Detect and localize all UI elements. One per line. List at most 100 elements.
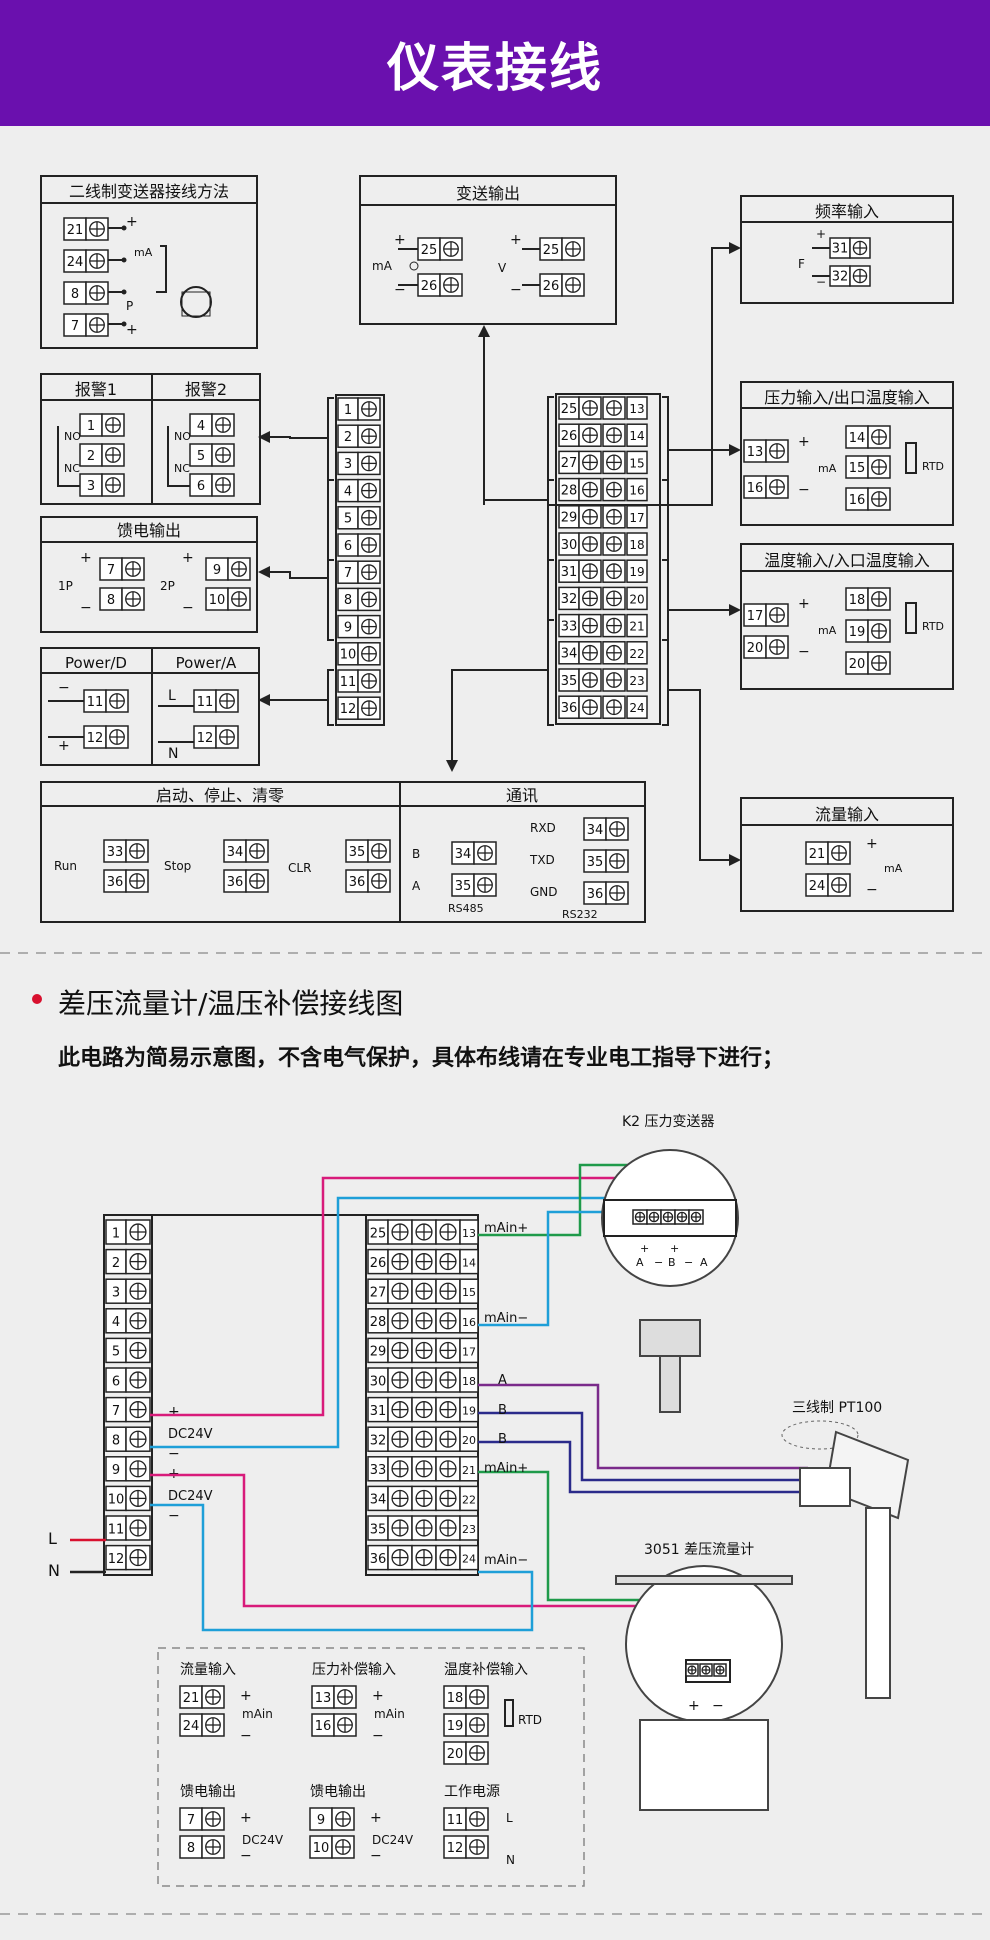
terminal-screw-icon (435, 1308, 461, 1334)
terminal-screw-icon (201, 1713, 225, 1737)
terminal-screw-icon (367, 869, 391, 893)
plus-sign: + (394, 232, 406, 248)
terminal-number: 20 (447, 1747, 464, 1762)
terminal-number-box (626, 423, 648, 447)
terminal-screw-icon (578, 450, 602, 475)
terminal-screw-icon (561, 237, 585, 261)
screw-ring (871, 459, 887, 475)
screw-ring (871, 591, 887, 607)
screw-ring (129, 1223, 147, 1241)
k2-terminal-screw-icon (646, 1209, 662, 1225)
label-mainin: mAin (374, 1707, 405, 1721)
terminal-number: 9 (317, 1813, 325, 1828)
legend-title: 温度补偿输入 (444, 1662, 528, 1678)
terminal-screw-icon (435, 1396, 461, 1423)
dp-terminal-screw-icon (713, 1663, 727, 1677)
terminal-number: 13 (462, 1227, 476, 1240)
screw-ring (769, 639, 785, 655)
terminal-number: 9 (112, 1463, 120, 1478)
terminal-screw-icon (411, 1544, 437, 1571)
terminal-screw-icon (578, 668, 602, 692)
panel-title: 报警2 (185, 380, 227, 399)
minus-sign: − (58, 680, 70, 696)
terminal-number: 31 (561, 565, 578, 580)
terminal-number: 21 (67, 223, 84, 238)
screw-ring (582, 454, 598, 471)
screw-ring (361, 564, 377, 581)
label-gnd: GND (530, 885, 558, 899)
plus-sign: + (640, 1242, 649, 1255)
label-rs232: RS232 (562, 908, 598, 921)
terminal-number: 19 (629, 565, 644, 579)
bottom-block-right (365, 1214, 479, 1576)
screw-ring (415, 1430, 433, 1448)
terminal-screw-icon (387, 1456, 413, 1482)
terminal-screw-icon (125, 1219, 151, 1245)
terminal-number: 32 (832, 269, 849, 284)
rtd-icon (905, 442, 917, 474)
terminal-number: 12 (447, 1841, 464, 1856)
terminal-number: 4 (197, 419, 205, 434)
minus-sign: − (394, 282, 406, 298)
bottom-block-left (103, 1214, 153, 1576)
terminal-number: 16 (747, 481, 764, 496)
screw-ring (205, 1689, 221, 1705)
arrow-icon (258, 694, 270, 706)
label-k2: K2 压力变送器 (622, 1114, 715, 1130)
terminal-screw-icon (473, 841, 497, 865)
screw-ring (606, 672, 622, 688)
screw-ring (606, 427, 622, 444)
terminal-screw-icon (867, 587, 891, 611)
screw-ring (477, 845, 493, 861)
screw-ring (609, 885, 625, 901)
terminal-number: 15 (629, 456, 644, 470)
screw-ring (129, 843, 145, 859)
terminal-number: 18 (849, 593, 866, 608)
screw-ring (219, 693, 235, 709)
screw-ring (231, 591, 247, 607)
dp-terminal-screw-icon (685, 1663, 699, 1677)
label-no: NO (64, 430, 81, 443)
legend-title: 馈电输出 (310, 1784, 366, 1800)
legend-title: 压力补偿输入 (312, 1662, 396, 1678)
screw-ring (439, 1460, 457, 1478)
plus-sign: + (670, 1242, 679, 1255)
terminal-number: 16 (315, 1719, 332, 1734)
bracket (327, 669, 334, 726)
terminal-number: 22 (462, 1493, 476, 1506)
screw-ring (391, 1489, 409, 1507)
screw-ring (129, 1371, 147, 1389)
rtd-icon (905, 602, 917, 634)
screw-ring (415, 1549, 433, 1567)
panel-title: 馈电输出 (117, 521, 181, 540)
rtd-icon (504, 1699, 514, 1727)
screw-ring (565, 277, 581, 293)
terminal-screw-icon (331, 1807, 355, 1831)
minus-sign: − (510, 282, 522, 298)
screw-ring (648, 1211, 660, 1223)
terminal-number-box (626, 477, 648, 502)
screw-ring (361, 700, 377, 717)
terminal-number: 20 (462, 1434, 476, 1447)
terminal-screw-icon (867, 651, 891, 675)
terminal-number: 34 (561, 647, 578, 662)
terminal-number: 25 (561, 402, 578, 417)
connector (668, 689, 732, 861)
screw-ring (606, 590, 622, 607)
screw-ring (249, 843, 265, 859)
screw-ring (391, 1371, 409, 1389)
screw-ring (391, 1549, 409, 1567)
terminal-screw-icon (125, 1485, 151, 1512)
screw-ring (205, 1717, 221, 1733)
page-title: 仪表接线 (386, 39, 603, 99)
label-clr: CLR (288, 861, 311, 875)
label-rtd: RTD (922, 620, 944, 633)
terminal-screw-icon (357, 614, 381, 639)
terminal-number: 15 (462, 1286, 476, 1299)
screw-ring (219, 729, 235, 745)
plus-sign: + (370, 1810, 382, 1826)
terminal-number: 1 (344, 403, 352, 418)
label-no: NO (174, 430, 191, 443)
label-rs485: RS485 (448, 902, 484, 915)
